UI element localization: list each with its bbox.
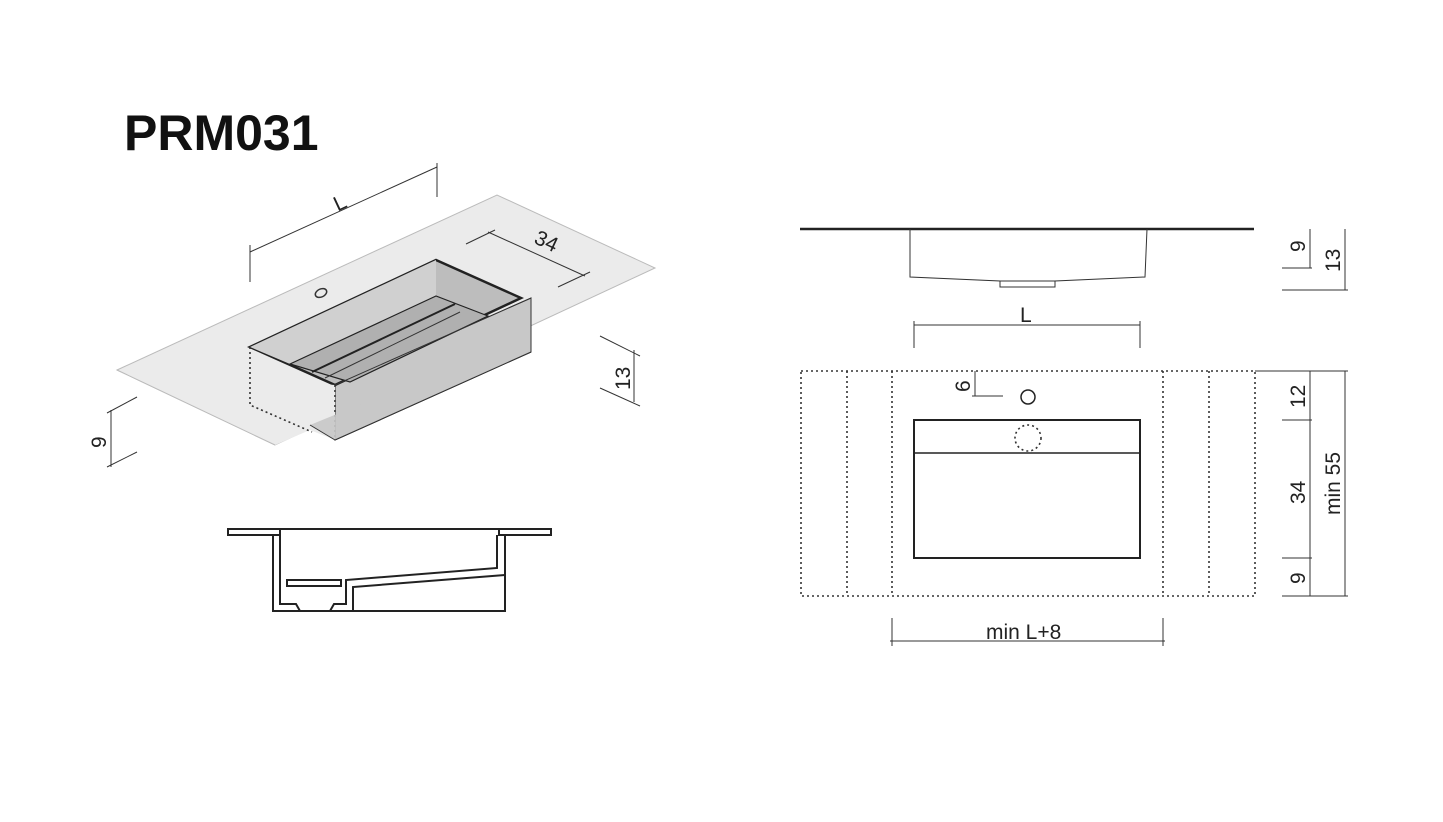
iso-thickness-label: 9: [88, 436, 111, 448]
side-depth-label: 13: [1322, 249, 1345, 272]
basin-outline: [913, 419, 1141, 559]
width-label: min L+8: [986, 621, 1061, 644]
basin-lower-box: [310, 335, 531, 440]
isometric-view: L 34 13 9: [88, 163, 657, 468]
side-view: 9 13 L: [800, 227, 1348, 348]
iso-depth-label: 13: [612, 367, 635, 390]
side-length-label: L: [1020, 304, 1032, 327]
section-view: [227, 528, 552, 612]
hole-offset-label: 6: [952, 380, 975, 392]
basin-width-label: 34: [1287, 480, 1310, 504]
iso-length-label: L: [330, 190, 350, 216]
total-depth-label: min 55: [1322, 452, 1345, 515]
tap-hole: [1020, 389, 1036, 405]
basin-back-wall: [250, 260, 436, 364]
channel-line: [311, 303, 456, 373]
back-margin-label: 9: [1287, 572, 1310, 584]
plan-view: 6 12 34 9 min 55 min L+8: [800, 370, 1348, 646]
drain-hidden: [1014, 424, 1042, 452]
tap-hole: [314, 287, 328, 299]
product-code-title: PRM031: [124, 105, 319, 161]
side-thickness-label: 9: [1287, 240, 1310, 252]
front-margin-label: 12: [1287, 385, 1310, 408]
